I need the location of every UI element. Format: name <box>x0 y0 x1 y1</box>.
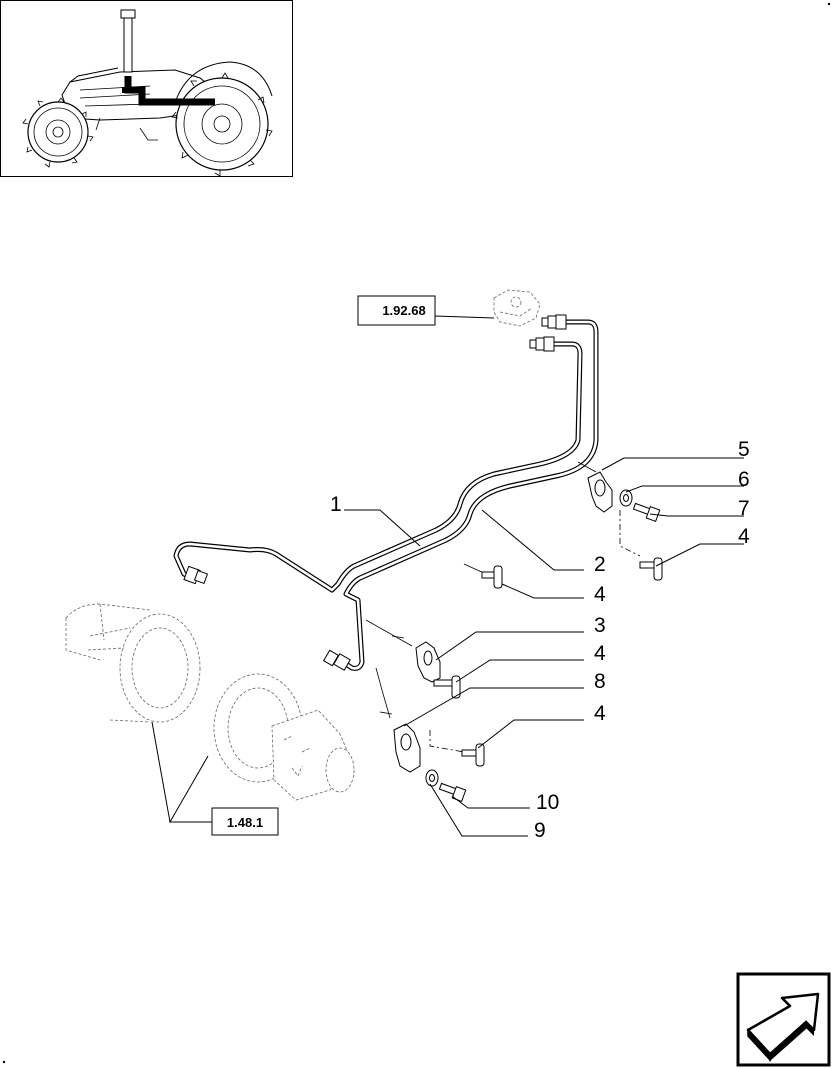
callout-4b: 4 <box>594 642 606 665</box>
callout-3: 3 <box>594 614 606 637</box>
tractor-thumbnail <box>0 0 293 177</box>
clip-4-right <box>639 557 663 581</box>
callouts: 1 2 4 3 4 8 4 10 9 5 6 7 4 <box>330 438 750 842</box>
ref-top-label: 1.92.68 <box>382 303 425 318</box>
callout-9: 9 <box>534 819 546 842</box>
clamp-3 <box>415 641 461 699</box>
callout-4a: 4 <box>594 583 606 606</box>
reference-box-bottom[interactable]: 1.48.1 <box>211 807 279 836</box>
washer-6 <box>619 489 633 507</box>
bolt-10 <box>438 782 467 802</box>
pipe-fitting-top-2 <box>529 336 555 352</box>
pipe-fitting-left <box>183 565 209 585</box>
bolt-7 <box>632 502 661 522</box>
clamp-5 <box>587 471 613 513</box>
clip-4-lower <box>461 743 485 767</box>
callout-1: 1 <box>330 493 342 516</box>
callout-7: 7 <box>738 497 750 520</box>
reference-box-top[interactable]: 1.92.68 <box>354 292 436 326</box>
callout-6: 6 <box>738 468 750 491</box>
clip-4-middle <box>463 563 503 589</box>
next-page-arrow-icon[interactable] <box>736 972 831 1067</box>
pipe-1 <box>337 319 599 671</box>
callout-4d: 4 <box>738 525 750 548</box>
clamp-8 <box>393 723 421 773</box>
callout-10: 10 <box>536 791 559 814</box>
axle-housing-ghost-right <box>213 673 355 801</box>
callout-2: 2 <box>594 553 606 576</box>
pipe-fitting-top-1 <box>541 314 567 330</box>
callout-5: 5 <box>738 438 750 461</box>
washer-9 <box>425 769 439 787</box>
pipe-2 <box>173 341 583 593</box>
pipe-fitting-lower <box>322 649 351 671</box>
callout-4c: 4 <box>594 702 606 725</box>
valve-block-ghost <box>493 289 541 327</box>
ref-bottom-label: 1.48.1 <box>227 815 263 830</box>
axle-housing-ghost-left <box>65 603 201 723</box>
leader-lines <box>344 457 744 837</box>
callout-8: 8 <box>594 670 606 693</box>
